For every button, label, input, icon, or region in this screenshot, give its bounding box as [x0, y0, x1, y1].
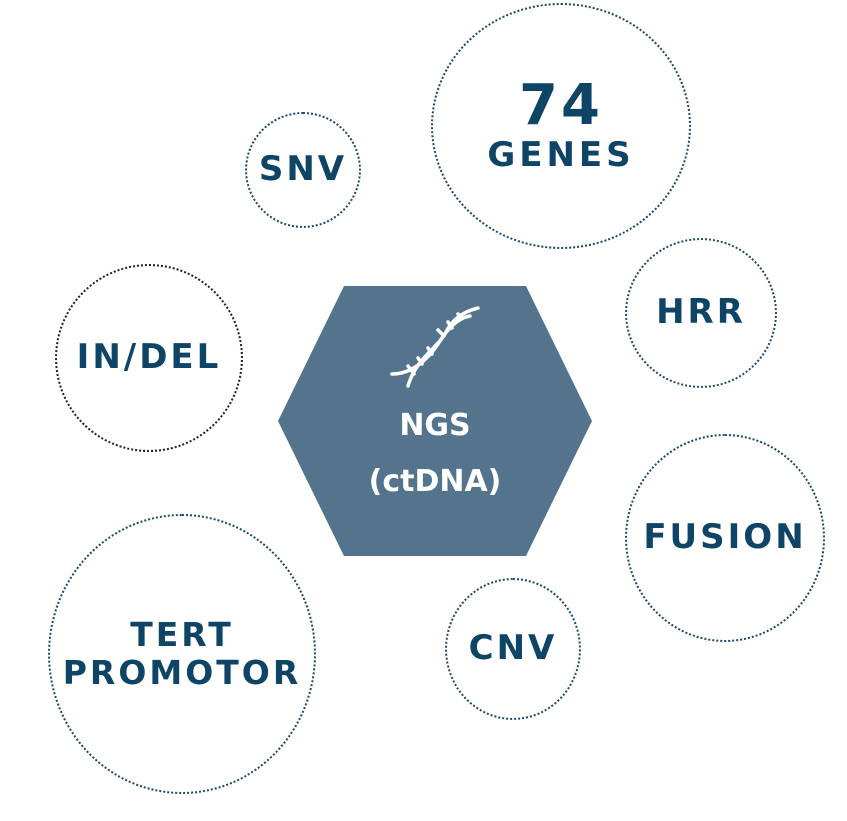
fusion-label: FUSION: [643, 517, 807, 558]
snv-label: SNV: [258, 149, 348, 190]
dna-icon: [390, 306, 480, 388]
tert-label-line1: TERT: [130, 615, 234, 655]
genes-bubble: 74 GENES: [431, 3, 691, 249]
genes-count: 74: [519, 73, 603, 139]
cnv-bubble: CNV: [445, 578, 581, 720]
snv-bubble: SNV: [245, 112, 361, 228]
indel-label: IN/DEL: [76, 337, 222, 378]
cnv-label: CNV: [468, 628, 558, 669]
hrr-label: HRR: [656, 292, 746, 333]
fusion-bubble: FUSION: [625, 434, 825, 642]
ngs-subtitle: (ctDNA): [368, 464, 502, 499]
ngs-hexagon: [278, 286, 592, 556]
hexagon-shape: [278, 286, 592, 556]
genes-label: GENES: [487, 134, 635, 175]
indel-bubble: IN/DEL: [55, 264, 243, 452]
tert-promotor-bubble: TERT PROMOTOR: [48, 514, 316, 794]
tert-label-line2: PROMOTOR: [62, 653, 302, 692]
hrr-bubble: HRR: [625, 238, 777, 388]
hexagon-label: NGS (ctDNA): [278, 398, 592, 510]
ngs-title: NGS: [399, 408, 471, 443]
